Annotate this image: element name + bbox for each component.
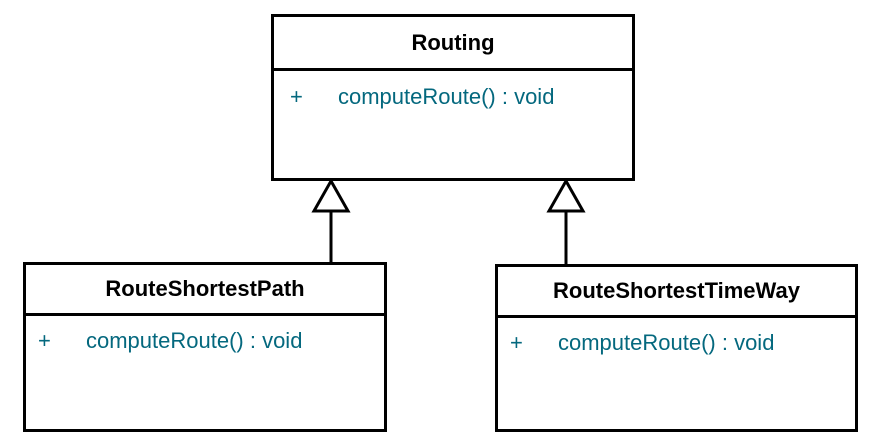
class-member-row: + computeRoute() : void [26,328,384,354]
generalization-routeshortestpath-to-routing [311,177,351,266]
class-name-routeshortestpath: RouteShortestPath [105,276,305,301]
class-box-routeshortesttimeway[interactable]: RouteShortestTimeWay + computeRoute() : … [495,264,858,432]
class-operations-routeshortestpath: + computeRoute() : void [26,316,384,429]
visibility-marker-public: + [38,328,51,353]
class-header-routeshortestpath: RouteShortestPath [26,265,384,316]
operation-signature: computeRoute() : void [558,330,775,355]
class-box-routeshortestpath[interactable]: RouteShortestPath + computeRoute() : voi… [23,262,387,432]
hollow-triangle-arrowhead-icon [311,177,351,213]
class-box-routing[interactable]: Routing + computeRoute() : void [271,14,635,181]
generalization-routeshortesttimeway-to-routing [546,177,586,266]
class-operations-routeshortesttimeway: + computeRoute() : void [498,318,855,429]
hollow-triangle-arrowhead-icon [546,177,586,213]
class-name-routing: Routing [411,29,495,55]
class-member-row: + computeRoute() : void [274,84,632,110]
operation-signature: computeRoute() : void [86,328,303,353]
class-header-routing: Routing [274,17,632,71]
visibility-marker-public: + [510,330,523,355]
operation-signature: computeRoute() : void [338,84,555,109]
class-name-routeshortesttimeway: RouteShortestTimeWay [553,278,800,303]
class-member-row: + computeRoute() : void [498,330,855,356]
class-header-routeshortesttimeway: RouteShortestTimeWay [498,267,855,318]
visibility-marker-public: + [290,84,303,109]
class-operations-routing: + computeRoute() : void [274,71,632,178]
